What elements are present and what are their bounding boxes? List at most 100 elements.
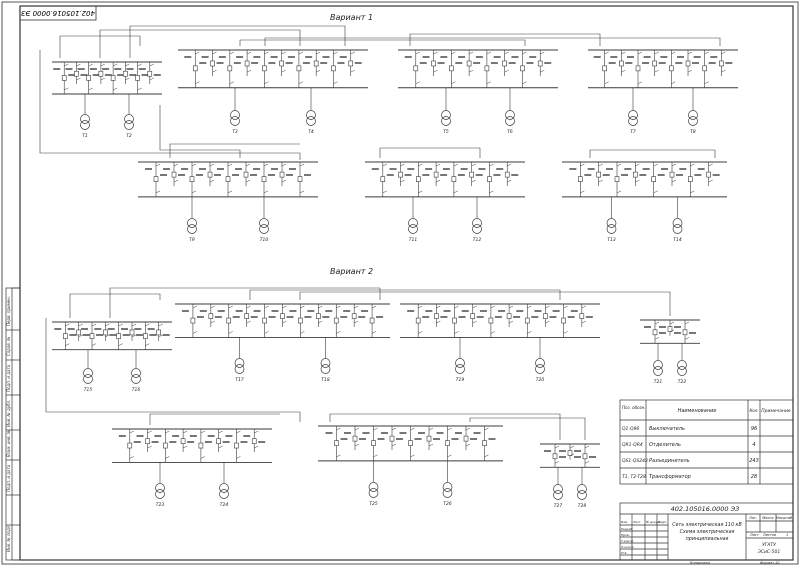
transformer-v1-6-a: Т13 bbox=[607, 237, 616, 243]
tb-row-1: Лист bbox=[632, 520, 641, 524]
spec-header-qty: Кол. bbox=[749, 408, 758, 413]
substation-v1-2: Т5 Т6 bbox=[398, 49, 558, 135]
transformer-v2-0-b: Т16 bbox=[132, 387, 141, 393]
substation-v1-3: Т7 Т8 bbox=[588, 49, 738, 135]
substation-v2-3: Т21 Т22 bbox=[640, 319, 700, 385]
transformer-v1-2-b: Т6 bbox=[507, 129, 513, 135]
spec-header-name: Наименование bbox=[678, 408, 717, 414]
transformer-v2-2-b: Т20 bbox=[536, 377, 545, 383]
spec-row-0-name: Выключатель bbox=[649, 426, 685, 432]
tb-row-3: Подп. bbox=[658, 520, 667, 524]
spec-row-1-qty: 4 bbox=[752, 442, 755, 448]
transformer-v2-4-a: Т23 bbox=[156, 502, 165, 508]
tb-row-0: Изм. bbox=[621, 520, 628, 524]
substation-v2-0: Т15 Т16 bbox=[52, 321, 172, 393]
transformer-v2-6-b: Т28 bbox=[578, 503, 587, 509]
substation-v2-4: Т23 Т24 bbox=[112, 428, 272, 508]
side-label-6: Инв. № подл. bbox=[6, 524, 11, 552]
sheet-label: Лист bbox=[749, 533, 760, 537]
substation-v2-5: Т25 Т26 bbox=[318, 425, 503, 507]
substation-v1-1: Т3 Т4 bbox=[178, 49, 368, 135]
spec-row-0-qty: 96 bbox=[751, 426, 757, 432]
tb-row-7: Т.контр. bbox=[621, 539, 634, 543]
tb-row-9: Утв. bbox=[621, 551, 627, 555]
tb-row-2: № докум. bbox=[645, 520, 661, 524]
transformer-v1-3-a: Т7 bbox=[630, 129, 636, 135]
transformer-v2-1-a: Т17 bbox=[235, 377, 244, 383]
transformer-v2-4-b: Т24 bbox=[220, 502, 229, 508]
transformer-v1-0-b: Т2 bbox=[126, 133, 132, 139]
title-name-1: Сеть электрическая 110 кВ bbox=[672, 522, 742, 528]
variant1-title: Вариант 1 bbox=[330, 13, 373, 22]
spec-row-2-name: Разъединитель bbox=[649, 458, 690, 464]
top-code-box: 402.105016.0000 ЭЗ bbox=[19, 5, 97, 21]
transformer-v1-6-b: Т14 bbox=[673, 237, 682, 243]
spec-row-0-pos: Q1-Q96 bbox=[622, 426, 639, 432]
inner-frame bbox=[19, 5, 794, 561]
transformer-v1-0-a: Т1 bbox=[82, 133, 88, 139]
transformer-v1-1-b: Т4 bbox=[308, 129, 314, 135]
spec-table bbox=[619, 399, 794, 485]
side-label-1: Справ. № bbox=[6, 337, 11, 356]
mass-header: Масса bbox=[762, 516, 773, 520]
format-label: Формат А1 bbox=[760, 561, 780, 565]
transformer-v2-3-a: Т21 bbox=[654, 379, 663, 385]
transformer-v2-2-a: Т19 bbox=[456, 377, 465, 383]
transformer-v1-4-b: Т10 bbox=[260, 237, 269, 243]
spec-row-1-name: Отделитель bbox=[649, 442, 681, 448]
transformer-v2-5-b: Т26 bbox=[443, 501, 452, 507]
tb-row-6: Пров. bbox=[621, 533, 630, 537]
scale-header: Масштаб bbox=[776, 516, 793, 520]
side-label-4: Взам. инв. № bbox=[6, 430, 11, 457]
side-label-3: Инв. № дубл. bbox=[6, 400, 11, 427]
org-line-2: ЭСиС-501 bbox=[757, 549, 781, 555]
transformer-v1-5-a: Т11 bbox=[409, 237, 418, 243]
substation-v2-2: Т19 Т20 bbox=[400, 303, 600, 383]
org-line-1: УГАТУ bbox=[762, 542, 776, 548]
spec-header-note: Примечание bbox=[761, 408, 791, 414]
network-lines bbox=[39, 25, 721, 440]
side-label-2: Подп. и дата bbox=[6, 364, 11, 392]
spec-row-3-name: Трансформатор bbox=[649, 474, 691, 480]
sheets-label: Листов bbox=[762, 533, 776, 537]
transformer-v1-4-a: Т9 bbox=[189, 237, 195, 243]
spec-row-2-pos: QS1-QS243 bbox=[622, 458, 648, 464]
spec-row-3-qty: 28 bbox=[751, 474, 757, 480]
lit-header: Лит. bbox=[748, 516, 757, 520]
spec-row-1-pos: QR1-QR4 bbox=[622, 442, 643, 448]
copied-label: Копировал bbox=[690, 561, 711, 565]
variant2-title: Вариант 2 bbox=[330, 267, 373, 276]
tb-row-5: Разраб. bbox=[621, 527, 633, 531]
transformer-v1-1-a: Т3 bbox=[232, 129, 238, 135]
transformer-v2-1-b: Т18 bbox=[321, 377, 330, 383]
spec-row-3-pos: T1, T2-T28 bbox=[622, 474, 646, 480]
spec-header-pos: Поз. обозн. bbox=[622, 405, 646, 410]
substation-v2-6: Т27 Т28 bbox=[540, 443, 600, 509]
transformer-v2-3-b: Т22 bbox=[678, 379, 687, 385]
title-name-2: Схема электрическая bbox=[680, 529, 735, 535]
substation-v1-5: Т11 Т12 bbox=[365, 161, 525, 243]
transformer-v2-0-a: Т15 bbox=[84, 387, 93, 393]
side-label-5: Подп. и дата bbox=[6, 464, 11, 492]
substation-v1-0: Т1 Т2 bbox=[52, 61, 162, 139]
transformer-v2-6-a: Т27 bbox=[554, 503, 563, 509]
spec-row-2-qty: 243 bbox=[749, 458, 759, 464]
left-margin-strip bbox=[5, 287, 21, 561]
substation-v1-4: Т9 Т10 bbox=[138, 161, 318, 243]
title-name-3: принципиальная bbox=[686, 537, 729, 542]
title-code: 402.105016.0000 ЭЗ bbox=[671, 505, 740, 513]
tb-row-8: Н.контр. bbox=[621, 545, 634, 549]
transformer-v1-2-a: Т5 bbox=[443, 129, 449, 135]
transformer-v1-3-b: Т8 bbox=[690, 129, 696, 135]
substation-v2-1: Т17 Т18 bbox=[175, 303, 390, 383]
transformer-v1-5-b: Т12 bbox=[473, 237, 482, 243]
title-block bbox=[619, 502, 794, 561]
substation-v1-6: Т13 Т14 bbox=[562, 161, 727, 243]
sheets-value: 1 bbox=[786, 533, 788, 537]
transformer-v2-5-a: Т25 bbox=[369, 501, 378, 507]
side-label-0: Перв. примен. bbox=[6, 296, 11, 326]
top-code-text: 402.105016.0000 ЭЗ bbox=[21, 9, 95, 17]
